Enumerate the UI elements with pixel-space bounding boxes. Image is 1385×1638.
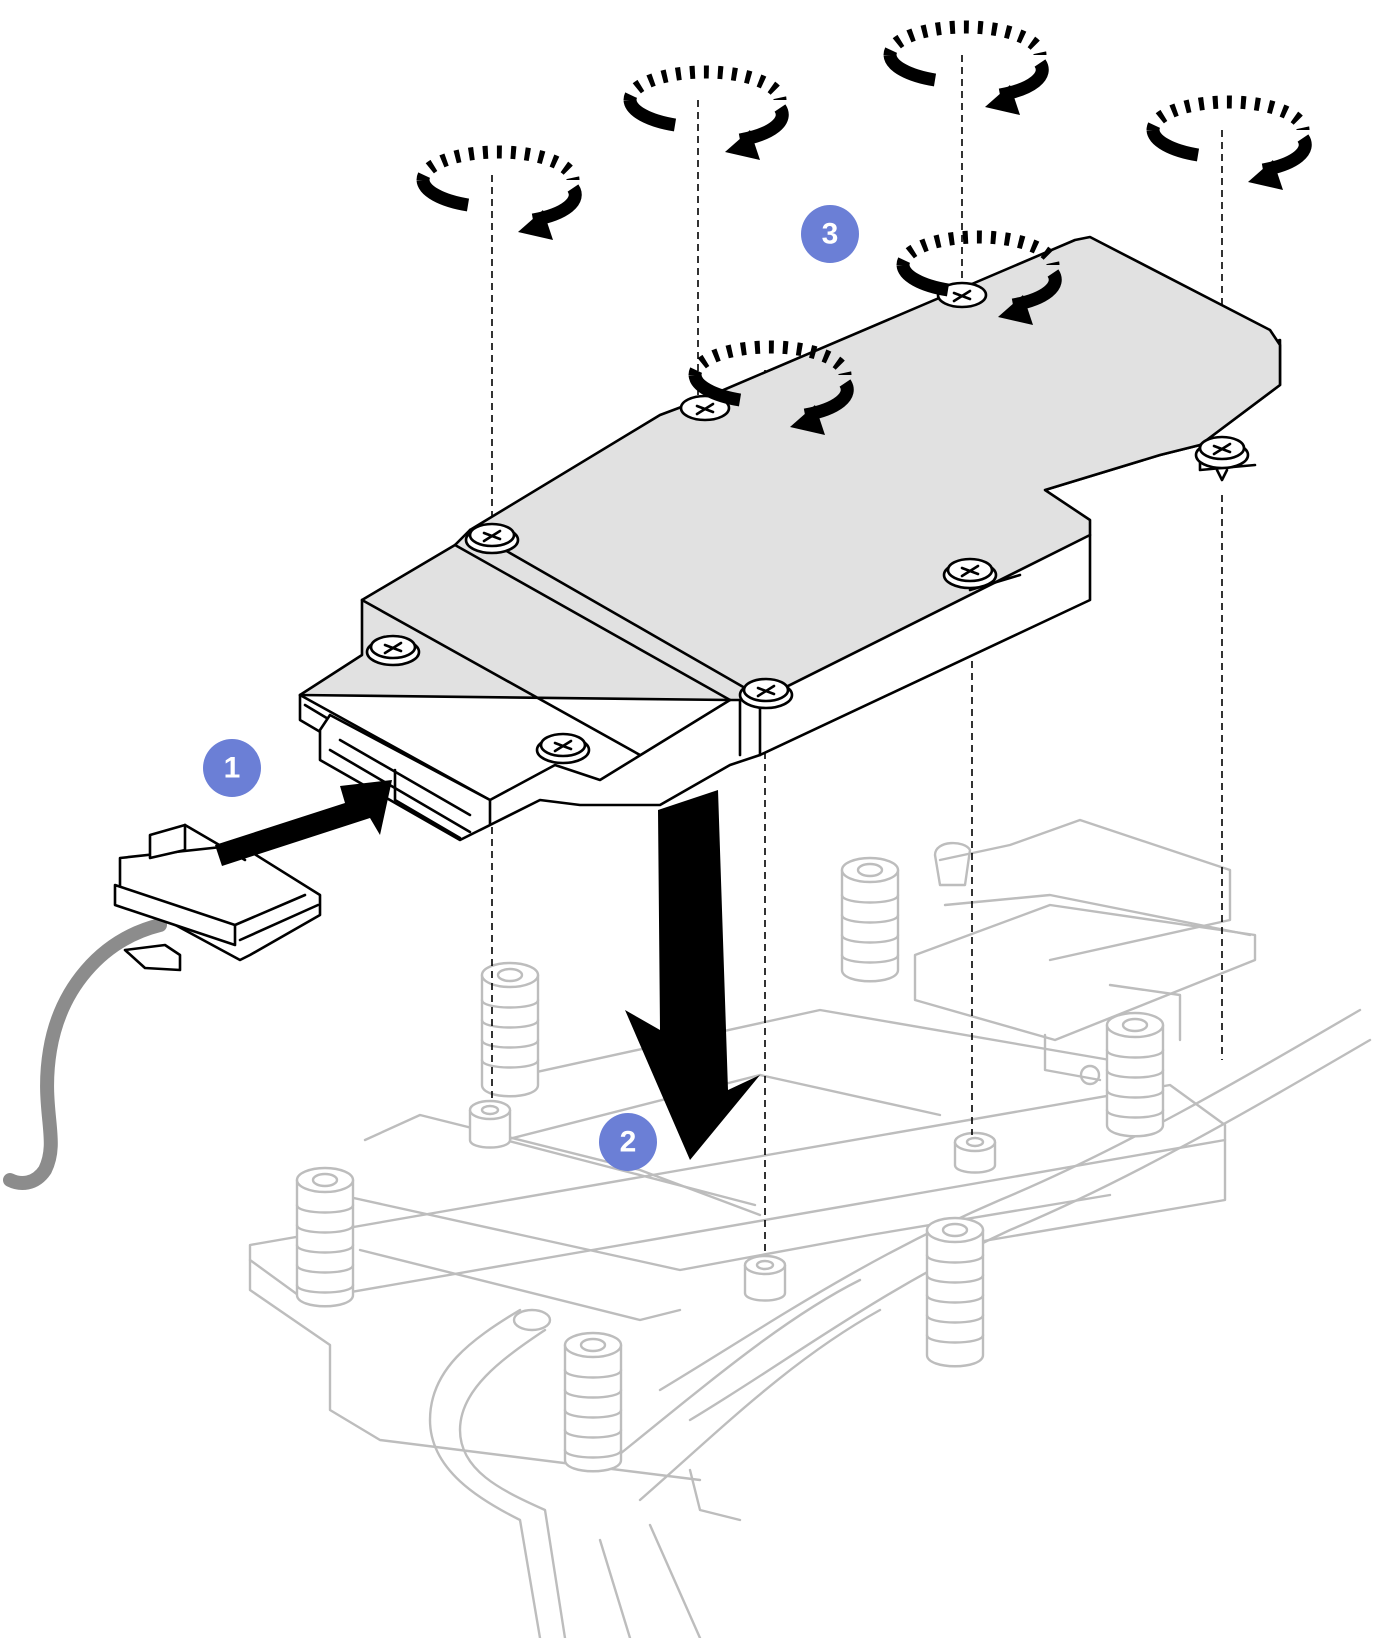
callout-number-1: 1 <box>224 752 241 785</box>
callout-2: 2 <box>599 1113 657 1171</box>
plate-screw-5 <box>942 557 998 590</box>
callout-badge-2 <box>599 1113 657 1171</box>
plate-screw-2 <box>365 634 421 667</box>
rotation-arrow-1 <box>416 145 582 240</box>
captive-screw-2 <box>840 856 900 983</box>
plate-screw-1 <box>464 522 520 555</box>
plate-screw-3 <box>535 732 591 765</box>
captive-screw-3 <box>1105 1011 1165 1138</box>
standoff-rear-center <box>953 1131 997 1174</box>
callout-badge-1 <box>203 739 261 797</box>
rotation-arrow-3 <box>883 20 1049 115</box>
cold-plate-assembly <box>248 818 1372 1638</box>
captive-screw-5 <box>925 1216 985 1368</box>
standoff-front-left <box>468 1099 512 1149</box>
arrow-right-icon <box>215 780 392 866</box>
rotation-arrow-5 <box>896 230 1062 325</box>
rotation-arrow-4 <box>1146 95 1312 190</box>
plate-screw-8 <box>936 281 988 309</box>
standoff-front-center <box>743 1254 787 1302</box>
plate-screw-6 <box>1194 435 1250 482</box>
callout-3: 3 <box>801 205 859 263</box>
callout-badge-3 <box>801 205 859 263</box>
callout-number-3: 3 <box>822 218 839 251</box>
rotation-arrow-6 <box>688 340 854 435</box>
captive-screw-6 <box>563 1331 623 1473</box>
captive-screw-1 <box>480 961 540 1098</box>
plate-screw-7 <box>679 394 731 422</box>
clockwise-rotation-icon <box>416 20 1312 435</box>
callout-1: 1 <box>203 739 261 797</box>
rotation-arrow-2 <box>623 65 789 160</box>
captive-screw-4 <box>295 1166 355 1308</box>
plate-screw-4 <box>738 677 794 710</box>
arrow-down-icon <box>625 790 760 1160</box>
cable-connector <box>3 823 322 1190</box>
module-assembly <box>298 235 1282 842</box>
callout-number-2: 2 <box>620 1126 637 1159</box>
